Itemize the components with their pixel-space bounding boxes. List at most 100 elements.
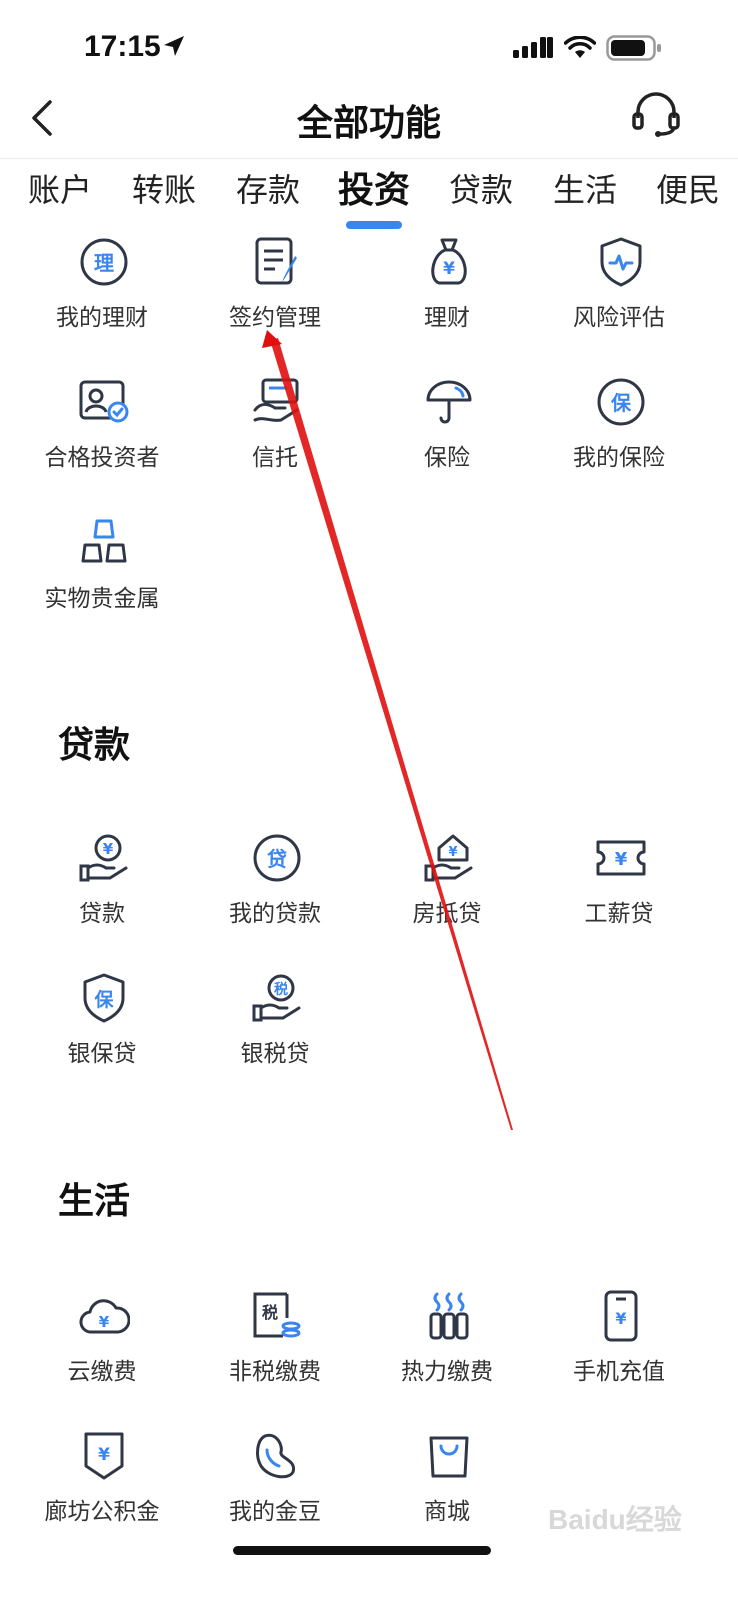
gold-bars-icon <box>81 519 127 563</box>
function-bank-tax-loan[interactable]: 税 银税贷 <box>189 972 361 1082</box>
function-mortgage-loan[interactable]: ¥ 房抵贷 <box>361 832 533 942</box>
location-arrow-icon <box>164 36 184 56</box>
navigation-bar: 全部功能 <box>0 92 738 159</box>
function-my-loan[interactable]: 贷 我的贷款 <box>189 832 361 942</box>
tab-transfer[interactable]: 转账 <box>132 171 197 209</box>
svg-text:¥: ¥ <box>99 1313 110 1331</box>
function-qualified-investor[interactable]: 合格投资者 <box>16 376 188 486</box>
function-my-wealth[interactable]: 理 我的理财 <box>16 236 188 346</box>
watermark: Baidu经验 <box>548 1504 682 1535</box>
home-indicator <box>233 1546 491 1555</box>
svg-text:税: 税 <box>274 981 288 998</box>
status-time: 17:15 <box>84 30 161 63</box>
function-label: 合格投资者 <box>44 445 160 471</box>
function-label: 我的保险 <box>573 445 665 471</box>
battery-icon <box>606 35 661 61</box>
house-hand-icon: ¥ <box>424 834 473 882</box>
loan-circle-icon: 贷 <box>253 834 301 882</box>
tab-account[interactable]: 账户 <box>28 171 93 209</box>
function-cloud-payment[interactable]: ¥ 云缴费 <box>16 1290 188 1400</box>
function-label: 热力缴费 <box>401 1359 493 1385</box>
svg-text:¥: ¥ <box>615 849 628 870</box>
function-precious-metals[interactable]: 实物贵金属 <box>16 517 188 627</box>
tab-convenience[interactable]: 便民 <box>656 171 721 209</box>
function-label: 信托 <box>252 445 298 471</box>
svg-text:理: 理 <box>94 251 114 275</box>
function-label: 非税缴费 <box>229 1359 321 1385</box>
section-title-loan: 贷款 <box>58 725 131 766</box>
tab-life[interactable]: 生活 <box>553 171 618 209</box>
money-bag-icon: ¥ <box>431 238 467 285</box>
shield-insurance-icon: 保 <box>83 973 125 1023</box>
svg-text:税: 税 <box>262 1303 278 1322</box>
tab-deposit[interactable]: 存款 <box>236 171 301 209</box>
wealth-circle-icon: 理 <box>80 238 128 286</box>
function-contract-management[interactable]: 签约管理 <box>189 236 361 346</box>
shopping-bag-icon <box>429 1436 469 1478</box>
function-label: 银税贷 <box>240 1041 310 1067</box>
function-label: 我的金豆 <box>229 1499 321 1525</box>
function-label: 贷款 <box>79 901 125 927</box>
cellular-signal-icon <box>513 37 553 58</box>
svg-text:¥: ¥ <box>103 840 114 858</box>
svg-text:¥: ¥ <box>443 259 455 279</box>
section-title-life: 生活 <box>58 1181 131 1222</box>
function-label: 我的理财 <box>56 305 148 331</box>
tab-investment[interactable]: 投资 <box>338 170 411 211</box>
function-bank-insurance-loan[interactable]: 保 银保贷 <box>16 972 188 1082</box>
active-tab-indicator <box>346 221 402 229</box>
document-pen-icon <box>255 237 297 285</box>
function-trust[interactable]: 信托 <box>189 376 361 486</box>
shield-pulse-icon <box>600 237 642 287</box>
ticket-icon: ¥ <box>596 840 646 876</box>
cloud-payment-icon: ¥ <box>79 1299 130 1334</box>
function-non-tax-payment[interactable]: 税 非税缴费 <box>189 1290 361 1400</box>
function-label: 房抵贷 <box>412 901 482 927</box>
category-tabs: 账户 转账 存款 投资 贷款 生活 便民 <box>0 165 738 229</box>
function-label: 工薪贷 <box>584 901 654 927</box>
function-label: 实物贵金属 <box>44 586 160 612</box>
function-mobile-topup[interactable]: ¥ 手机充值 <box>533 1290 705 1400</box>
function-my-insurance[interactable]: 保 我的保险 <box>533 376 705 486</box>
function-label: 签约管理 <box>229 305 321 331</box>
function-label: 我的贷款 <box>229 901 321 927</box>
customer-service-headset-icon[interactable] <box>628 92 684 140</box>
function-mall[interactable]: 商城 <box>361 1430 533 1540</box>
umbrella-icon <box>426 380 472 424</box>
function-label: 云缴费 <box>67 1359 137 1385</box>
function-risk-assessment[interactable]: 风险评估 <box>533 236 705 346</box>
radiator-icon <box>429 1292 469 1340</box>
card-hand-icon <box>253 378 299 422</box>
function-salary-loan[interactable]: ¥ 工薪贷 <box>533 832 705 942</box>
insurance-circle-icon: 保 <box>597 378 645 426</box>
id-card-check-icon <box>79 380 129 423</box>
hand-coin-icon: ¥ <box>79 834 128 882</box>
function-wealth-management[interactable]: ¥ 理财 <box>361 236 533 346</box>
svg-text:保: 保 <box>610 391 632 415</box>
fund-box-icon: ¥ <box>84 1432 124 1480</box>
status-bar: 17:15 <box>0 0 738 92</box>
svg-text:贷: 贷 <box>267 847 287 871</box>
function-label: 理财 <box>424 305 470 331</box>
function-label: 手机充值 <box>573 1359 665 1385</box>
page-title: 全部功能 <box>296 103 441 144</box>
function-label: 银保贷 <box>67 1041 137 1067</box>
function-label: 廊坊公积金 <box>44 1499 160 1525</box>
function-my-gold-beans[interactable]: 我的金豆 <box>189 1430 361 1540</box>
mobile-phone-icon: ¥ <box>604 1290 638 1342</box>
function-label: 风险评估 <box>573 305 665 331</box>
back-chevron-icon[interactable] <box>28 98 60 138</box>
function-loan[interactable]: ¥ 贷款 <box>16 832 188 942</box>
tax-coins-icon: 税 <box>253 1292 301 1338</box>
function-insurance[interactable]: 保险 <box>361 376 533 486</box>
function-heating-payment[interactable]: 热力缴费 <box>361 1290 533 1400</box>
svg-text:¥: ¥ <box>448 845 457 860</box>
function-langfang-housing-fund[interactable]: ¥ 廊坊公积金 <box>16 1430 188 1540</box>
svg-text:¥: ¥ <box>98 1445 110 1465</box>
bean-icon <box>256 1433 296 1479</box>
svg-text:保: 保 <box>93 988 114 1011</box>
tax-hand-icon: 税 <box>252 974 301 1022</box>
function-label: 保险 <box>424 445 470 471</box>
tab-loan[interactable]: 贷款 <box>449 171 514 209</box>
function-label: 商城 <box>424 1499 470 1525</box>
